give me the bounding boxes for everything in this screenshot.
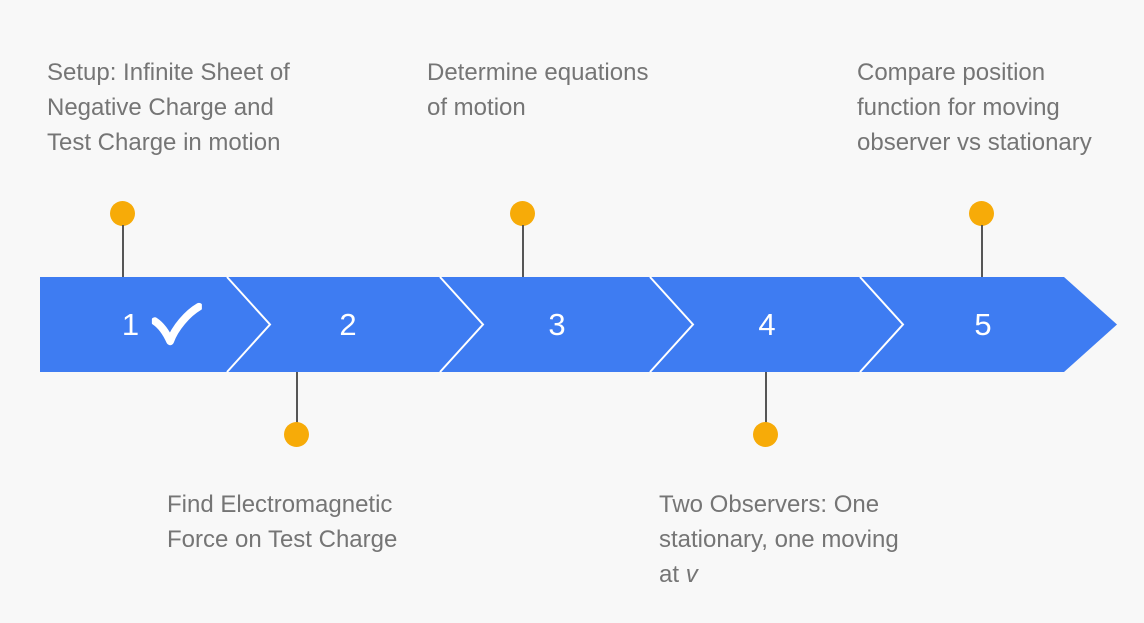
step-5-label-line-2: function for moving bbox=[857, 94, 1060, 121]
step-3-label: Determine equations of motion bbox=[427, 55, 648, 125]
step-1-label: Setup: Infinite Sheet of Negative Charge… bbox=[47, 55, 290, 160]
milestone-dot-step-1 bbox=[110, 201, 135, 226]
chevron-separator-3 bbox=[649, 276, 695, 373]
step-1: 1 bbox=[121, 277, 203, 372]
milestone-line-step-5 bbox=[981, 225, 983, 277]
arrow-band-shape bbox=[40, 277, 1117, 372]
milestone-dot-step-4 bbox=[753, 422, 778, 447]
step-2-label-line-2: Force on Test Charge bbox=[167, 526, 398, 553]
step-1-number: 1 bbox=[121, 307, 140, 342]
step-3-label-line-2: of motion bbox=[427, 94, 526, 121]
step-4-label-line-3: at v bbox=[659, 557, 899, 592]
chevron-separator-2 bbox=[439, 276, 485, 373]
step-5-label-line-3: observer vs stationary bbox=[857, 129, 1092, 156]
step-4-label-line-3-italic: v bbox=[685, 561, 698, 588]
milestone-dot-step-3 bbox=[510, 201, 535, 226]
milestone-dot-step-5 bbox=[969, 201, 994, 226]
step-4-label-line-3-regular: at bbox=[659, 561, 680, 588]
step-5-number: 5 bbox=[974, 307, 992, 342]
milestone-line-step-2 bbox=[296, 372, 298, 423]
milestone-dot-step-2 bbox=[284, 422, 309, 447]
milestone-line-step-1 bbox=[122, 225, 124, 277]
check-icon bbox=[152, 302, 203, 345]
step-3-number: 3 bbox=[548, 307, 566, 342]
step-1-label-line-3: Test Charge in motion bbox=[47, 129, 281, 156]
step-4-label-line-2: stationary, one moving bbox=[659, 526, 899, 553]
step-2-label-line-1: Find Electromagnetic bbox=[167, 491, 393, 518]
step-5-label: Compare position function for moving obs… bbox=[857, 55, 1092, 160]
step-1-label-line-2: Negative Charge and bbox=[47, 94, 274, 121]
step-4-number: 4 bbox=[758, 307, 776, 342]
step-2-label: Find Electromagnetic Force on Test Charg… bbox=[167, 487, 397, 557]
step-2-number: 2 bbox=[339, 307, 357, 342]
milestone-line-step-3 bbox=[522, 225, 524, 277]
milestone-line-step-4 bbox=[765, 372, 767, 423]
chevron-separator-4 bbox=[859, 276, 905, 373]
step-5-label-line-1: Compare position bbox=[857, 59, 1046, 86]
step-1-label-line-1: Setup: Infinite Sheet of bbox=[47, 59, 290, 86]
step-4-label-line-1: Two Observers: One bbox=[659, 491, 880, 518]
step-3-label-line-1: Determine equations bbox=[427, 59, 649, 86]
chevron-separator-1 bbox=[226, 276, 272, 373]
step-4-label: Two Observers: One stationary, one movin… bbox=[659, 487, 899, 592]
